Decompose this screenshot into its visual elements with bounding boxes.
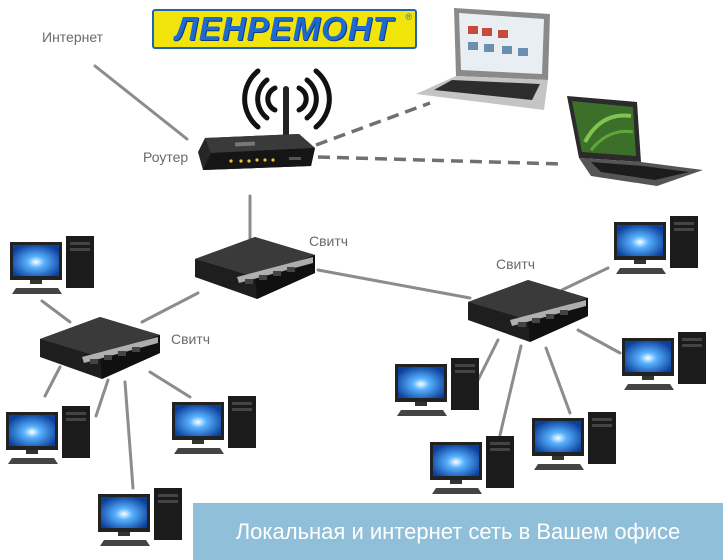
desktop-computer-icon (6, 406, 90, 464)
switch-right-label: Свитч (496, 256, 536, 272)
switch-icon (195, 237, 315, 299)
registered-mark: ® (405, 12, 412, 22)
company-logo: ЛЕНРЕМОНТ ® (152, 9, 417, 49)
caption-text: Локальная и интернет сеть в Вашем офисе (235, 518, 681, 544)
cable-switch-switch-right (316, 268, 472, 300)
switch-icon (40, 317, 160, 379)
cable-right-pc1 (560, 266, 610, 292)
desktop-computer-icon (622, 332, 706, 390)
laptop-icon (416, 8, 550, 110)
cable-right-pc2 (476, 338, 500, 382)
desktop-computer-icon (395, 358, 479, 416)
desktop-computer-icon (430, 436, 514, 494)
cable-left-pc4 (123, 380, 135, 490)
cable-right-pc5 (576, 328, 622, 355)
cable-right-pc4 (544, 346, 572, 415)
desktop-computer-icon (98, 488, 182, 546)
cable-left-pc1 (40, 299, 72, 324)
cable-switch-switch-left (140, 291, 200, 324)
desktop-computer-icon (614, 216, 698, 274)
caption-banner: Локальная и интернет сеть в Вашем офисе (193, 503, 723, 560)
internet-label: Интернет (42, 29, 104, 45)
wifi-signal-icon (242, 68, 332, 130)
cable-left-pc3 (94, 378, 110, 418)
switch-left-label: Свитч (171, 331, 211, 347)
laptop-icon (567, 96, 703, 186)
cable-left-pc5 (148, 370, 192, 399)
cable-right-pc3 (498, 344, 523, 437)
router-icon (198, 86, 315, 170)
router-label: Роутер (143, 149, 189, 165)
switch-icon (468, 280, 588, 342)
wifi-link-laptop2 (317, 155, 563, 166)
wifi-link-laptop1 (315, 101, 431, 147)
desktop-computer-icon (532, 412, 616, 470)
cable-internet-router (93, 64, 189, 141)
desktop-computer-icon (10, 236, 94, 294)
desktop-computer-icon (172, 396, 256, 454)
logo-text: ЛЕНРЕМОНТ (175, 10, 394, 47)
switch-center-label: Свитч (309, 233, 349, 249)
cable-left-pc2 (43, 365, 62, 398)
